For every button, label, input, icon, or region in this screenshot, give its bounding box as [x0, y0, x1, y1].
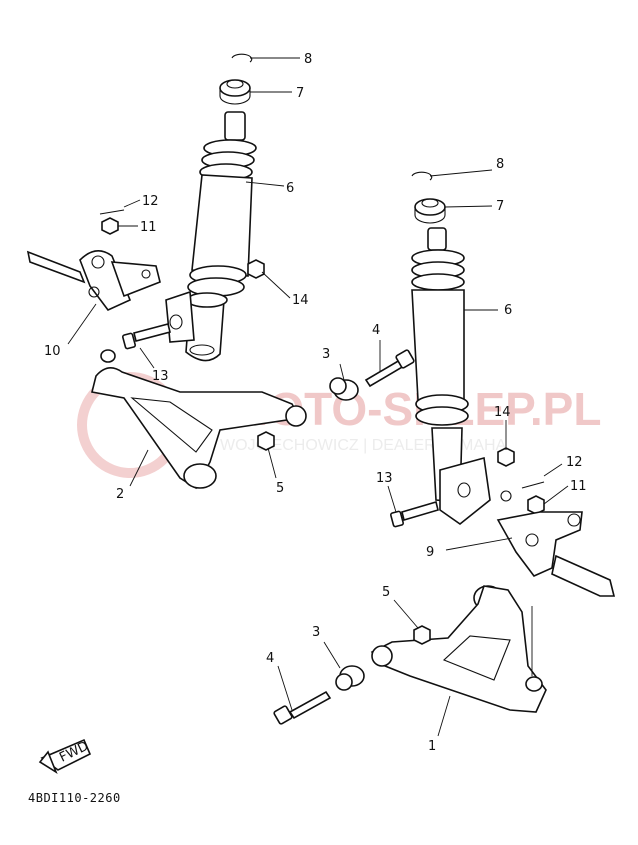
callout-14-left: 14 [292, 293, 309, 308]
callout-6-left: 6 [286, 181, 294, 196]
callout-8-left: 8 [304, 52, 312, 67]
forward-arrow-icon: FWD [38, 739, 92, 774]
left-castle-nut [101, 217, 119, 235]
callout-1-right: 1 [428, 739, 436, 754]
callout-4-left: 4 [372, 323, 380, 338]
callout-2-left: 2 [116, 487, 124, 502]
callout-3-right: 3 [312, 625, 320, 640]
callout-11-left: 11 [140, 220, 157, 235]
right-bolt-13 [390, 500, 439, 528]
left-lower-arm [91, 349, 307, 490]
callout-7-left: 7 [296, 86, 304, 101]
right-nut-5 [413, 625, 431, 645]
callout-7-right: 7 [496, 199, 504, 214]
callout-5-left: 5 [276, 481, 284, 496]
left-bolt [122, 323, 171, 350]
left-nut-5 [257, 431, 275, 451]
callouts-left: 8 7 6 12 11 14 10 13 3 4 2 5 [44, 52, 380, 502]
callout-10-left: 10 [44, 344, 61, 359]
right-circlip [411, 171, 433, 181]
left-bushing [329, 377, 359, 401]
right-cotter-pin [521, 481, 545, 489]
callout-4-right: 4 [266, 651, 274, 666]
callouts-right: 8 7 6 14 12 13 11 9 5 3 4 1 [266, 157, 587, 754]
callout-12-right: 12 [566, 455, 583, 470]
left-steering-knuckle [26, 250, 161, 311]
right-nut [414, 198, 446, 224]
left-circlip [231, 53, 253, 63]
callout-13-left: 13 [152, 369, 169, 384]
right-steering-knuckle [496, 490, 616, 597]
callout-3-left: 3 [322, 347, 330, 362]
right-castle-nut [527, 495, 545, 515]
callout-13-right: 13 [376, 471, 393, 486]
right-bushing [335, 665, 365, 691]
leader-lines [67, 57, 569, 737]
right-long-bolt [273, 690, 332, 725]
callout-5-right: 5 [382, 585, 390, 600]
callout-6-right: 6 [504, 303, 512, 318]
left-nut [219, 79, 251, 105]
callout-12-left: 12 [142, 194, 159, 209]
callout-9-right: 9 [426, 545, 434, 560]
left-nut-14 [247, 259, 265, 279]
right-lower-arm [370, 585, 547, 713]
right-nut-14 [497, 447, 515, 467]
left-long-bolt [364, 349, 415, 388]
left-cotter-pin [99, 209, 125, 215]
callout-14-right: 14 [494, 405, 511, 420]
right-shock-absorber [411, 227, 491, 525]
drawing-code: 4BDI110-2260 [28, 791, 121, 805]
callout-8-right: 8 [496, 157, 504, 172]
callout-11-right: 11 [570, 479, 587, 494]
left-shock-absorber [165, 111, 257, 362]
